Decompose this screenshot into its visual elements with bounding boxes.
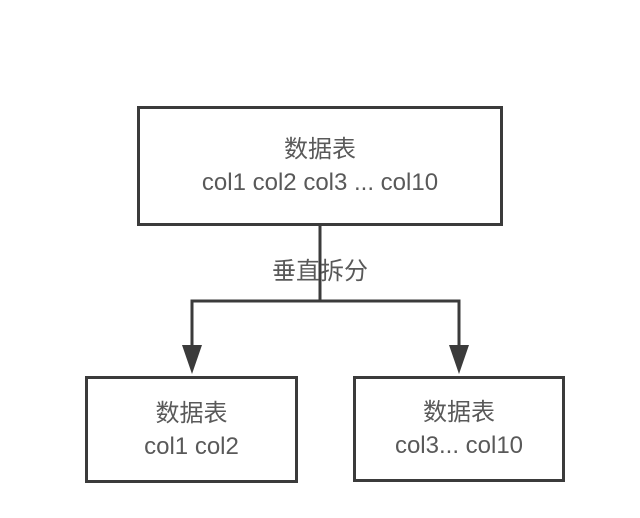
node-columns: col1 col2 col3 ... col10 (201, 169, 439, 196)
node-columns: col3... col10 (394, 432, 524, 459)
edge-label-vertical-split: 垂直拆分 (272, 258, 368, 285)
node-title: 数据表 (155, 399, 228, 427)
node-source-table: 数据表 col1 col2 col3 ... col10 (137, 106, 503, 226)
node-title: 数据表 (284, 136, 356, 163)
node-columns: col1 col2 (144, 432, 239, 460)
node-split-table-right: 数据表 col3... col10 (353, 376, 565, 482)
node-split-table-left: 数据表 col1 col2 (85, 376, 298, 483)
arrowhead-down-left-icon (182, 345, 202, 374)
arrowhead-down-right-icon (449, 345, 469, 374)
node-title: 数据表 (423, 399, 495, 426)
